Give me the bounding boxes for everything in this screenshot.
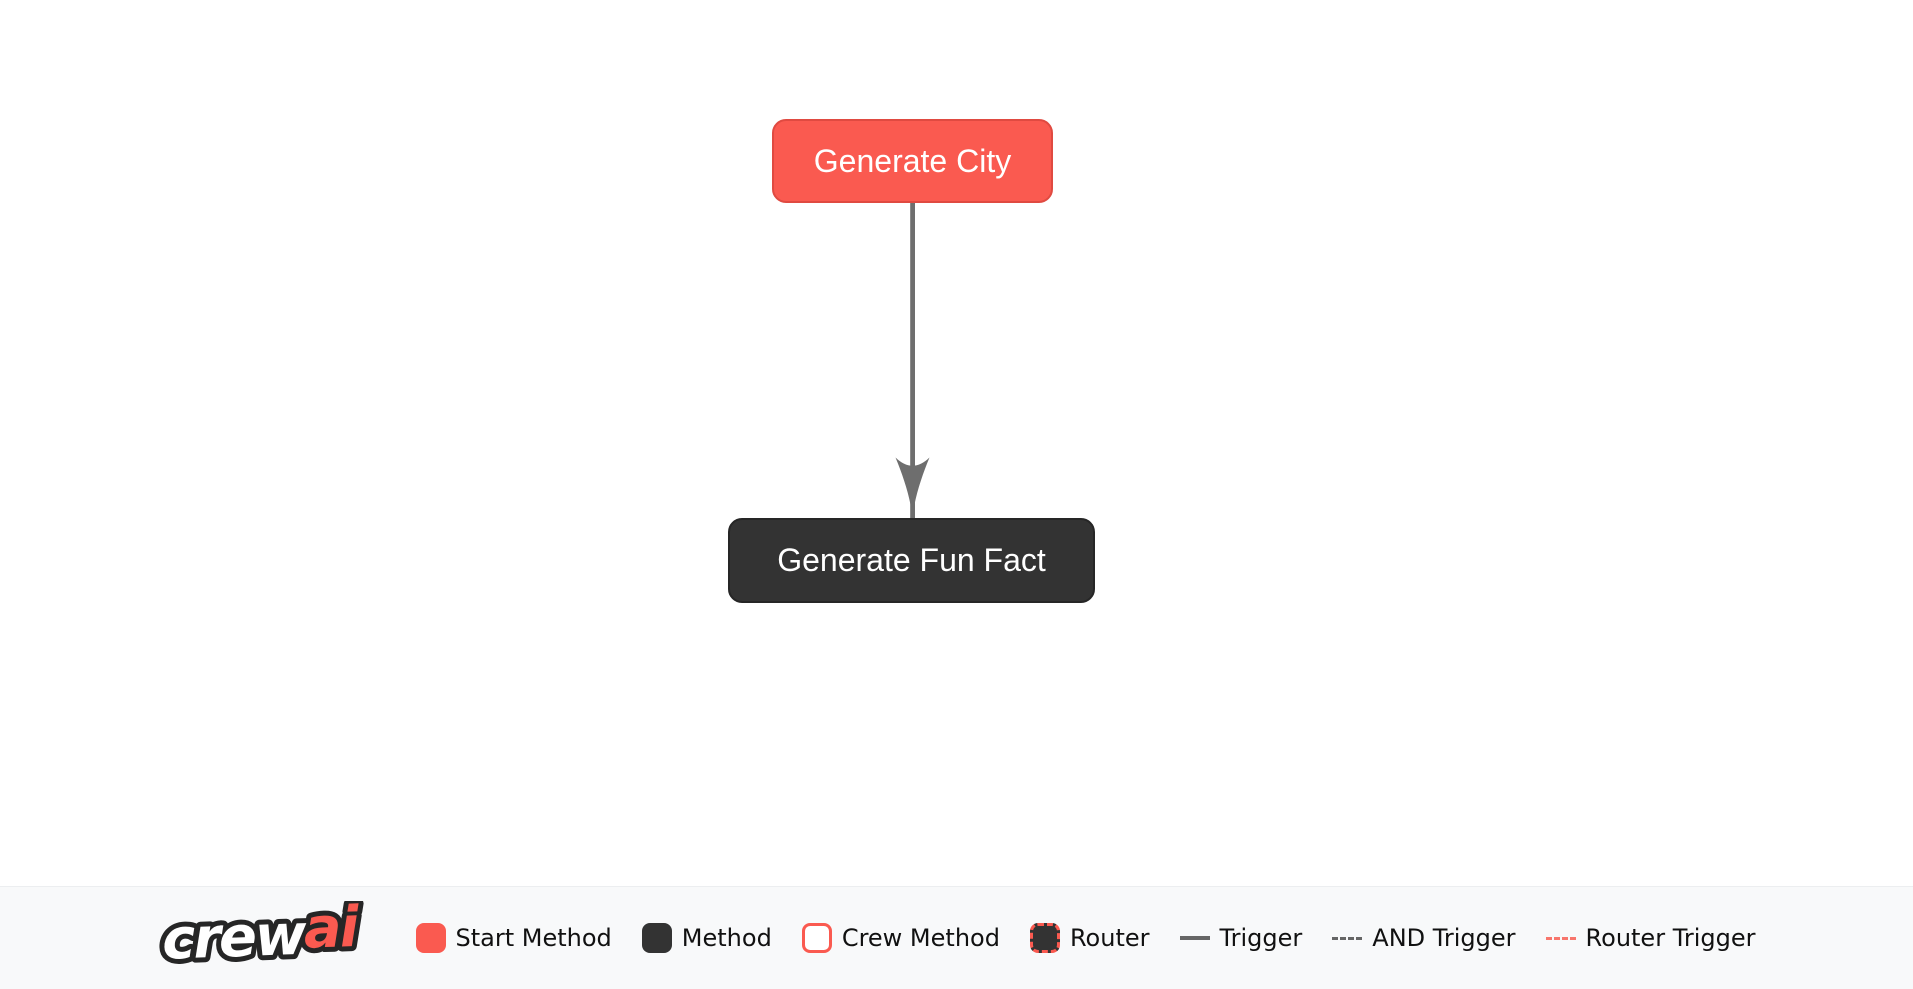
method-swatch-icon: [641, 923, 672, 953]
flow-node-label: Generate City: [813, 142, 1012, 179]
flow-node-label: Generate Fun Fact: [777, 542, 1046, 578]
trigger-edge: [895, 202, 930, 518]
legend-label: Trigger: [1219, 924, 1303, 952]
legend-label: Router Trigger: [1585, 924, 1756, 952]
trigger-line-swatch-icon: [1179, 936, 1210, 940]
crewai-logo-crew: crew: [160, 902, 307, 970]
legend-label: AND Trigger: [1372, 924, 1516, 952]
legend-label: Method: [681, 924, 772, 952]
router-swatch-icon: [1029, 923, 1060, 953]
legend-item-router-trigger: Router Trigger: [1545, 924, 1756, 952]
crewai-logo: crew ai crew ai: [155, 889, 382, 977]
crewai-logo-outline-ai: ai: [302, 901, 360, 962]
legend-label: Crew Method: [841, 924, 1000, 952]
legend-item-crew-method: Crew Method: [801, 923, 1000, 953]
crewai-logo-ai: ai: [302, 901, 360, 962]
flow-node-generate-city[interactable]: Generate City: [772, 119, 1053, 203]
trigger-edge-line: [910, 202, 915, 518]
and-trigger-line-swatch-icon: [1332, 936, 1363, 940]
flow-canvas[interactable]: Generate City Generate Fun Fact: [0, 0, 1913, 886]
legend-item-router: Router: [1029, 923, 1150, 953]
crewai-logo-outline-crew: crew: [160, 902, 307, 970]
crew-method-swatch-icon: [801, 923, 832, 953]
legend-item-start-method: Start Method: [415, 923, 612, 953]
legend-item-method: Method: [641, 923, 772, 953]
router-trigger-line-swatch-icon: [1545, 936, 1576, 940]
legend-item-and-trigger: AND Trigger: [1332, 924, 1516, 952]
start-method-swatch-icon: [415, 923, 446, 953]
legend-item-trigger: Trigger: [1179, 924, 1303, 952]
flow-node-generate-fun-fact[interactable]: Generate Fun Fact: [728, 518, 1095, 603]
legend-label: Router: [1069, 924, 1150, 952]
trigger-edge-arrowhead-icon: [895, 457, 930, 509]
legend-bar: crew ai crew ai Start Method Method Crew…: [0, 886, 1913, 989]
legend-label: Start Method: [455, 924, 612, 952]
